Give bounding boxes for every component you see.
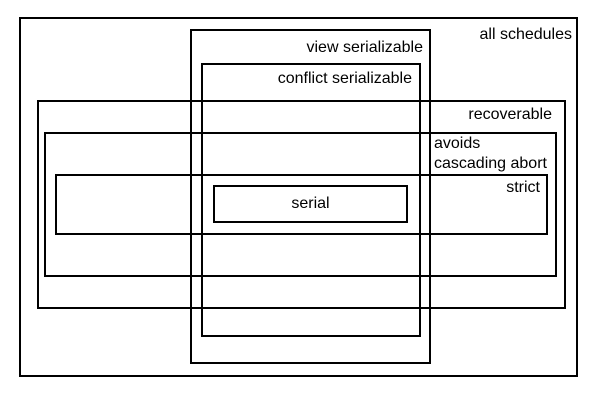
set-box-avoids-cascading-abort (44, 132, 557, 277)
label-strict: strict (506, 179, 540, 196)
label-serial: serial (291, 195, 330, 212)
label-view-serializable: view serializable (306, 39, 424, 56)
set-box-conflict-serializable (201, 63, 421, 337)
set-box-serial (213, 185, 408, 223)
set-box-recoverable (37, 100, 566, 309)
label-all-schedules: all schedules (479, 26, 573, 43)
label-avoids-cascading-abort: avoids cascading abort (434, 134, 547, 174)
label-avoids-cascading-abort-line1: avoids (434, 135, 481, 152)
label-conflict-serializable: conflict serializable (277, 70, 412, 87)
set-box-view-serializable (190, 29, 431, 364)
label-avoids-cascading-abort-line2: cascading abort (434, 155, 547, 172)
set-box-all-schedules (19, 17, 578, 377)
set-box-strict (55, 174, 548, 235)
label-recoverable: recoverable (468, 106, 552, 123)
